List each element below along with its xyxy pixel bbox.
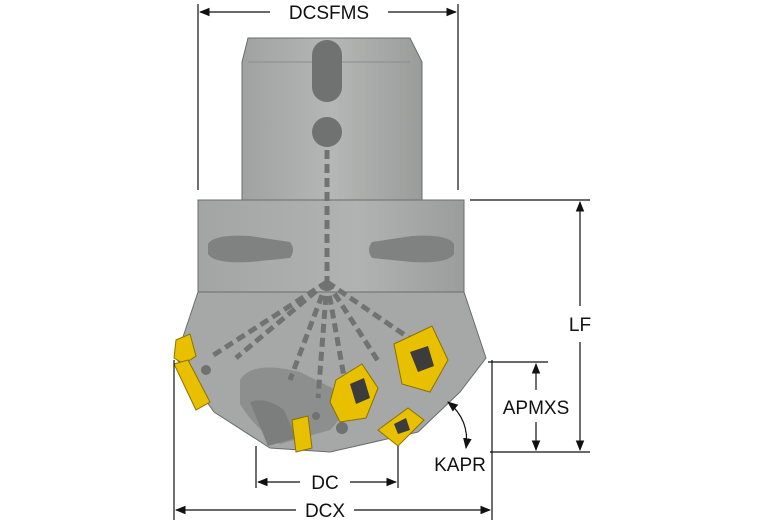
bolt-hole bbox=[312, 117, 342, 147]
collar bbox=[197, 199, 465, 293]
chip-pocket-shadow bbox=[250, 400, 296, 446]
insert-right-screw bbox=[410, 346, 434, 372]
label-dcx: DCX bbox=[305, 501, 345, 522]
cutting-inserts bbox=[173, 325, 449, 453]
label-lf: LF bbox=[569, 315, 591, 336]
insert-left-edge bbox=[173, 359, 211, 411]
dimension-lines bbox=[173, 4, 590, 520]
right-drive-slot bbox=[369, 235, 454, 263]
label-dcsfms: DCSFMS bbox=[289, 3, 369, 24]
insert-center-screw bbox=[350, 378, 370, 404]
label-apmxs: APMXS bbox=[503, 398, 570, 419]
insert-bottom bbox=[291, 415, 313, 453]
coolant-channels bbox=[210, 150, 414, 399]
insert-left-top bbox=[173, 333, 197, 365]
label-kapr: KAPR bbox=[434, 455, 486, 476]
left-drive-slot bbox=[208, 235, 293, 263]
shank bbox=[241, 37, 423, 201]
insert-front-screw bbox=[394, 418, 410, 434]
label-dc: DC bbox=[311, 473, 338, 494]
key-slot bbox=[312, 40, 342, 102]
